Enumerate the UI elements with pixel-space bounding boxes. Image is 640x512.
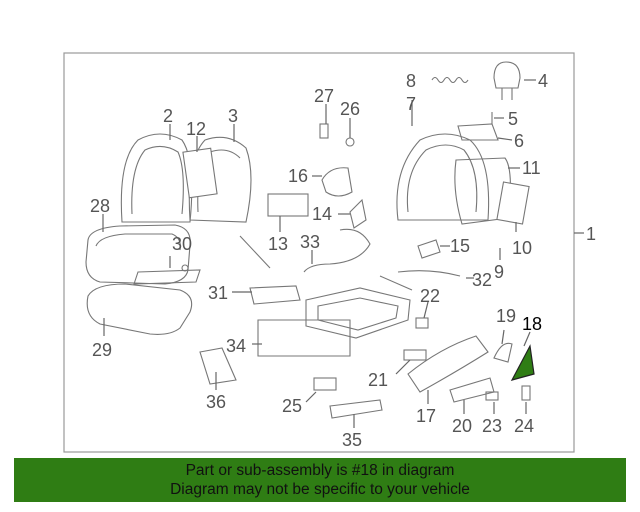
label-3: 3 [228,106,238,126]
label-11: 11 [522,158,541,178]
label-8: 8 [406,71,416,91]
info-banner: Part or sub-assembly is #18 in diagram D… [14,458,626,502]
label-35: 35 [342,430,362,450]
tray-31 [249,285,301,305]
harness-32 [397,270,461,277]
label-22: 22 [420,286,440,306]
module-25 [313,377,337,391]
label-32: 32 [472,270,492,290]
lumbar-module [496,181,530,225]
bar-35 [329,399,383,419]
label-33: 33 [300,232,320,252]
clip-30 [181,264,189,272]
headrest [493,61,521,100]
label-29: 29 [92,340,112,360]
wire-harness [303,228,371,273]
label-30: 30 [172,234,192,254]
small-fastener-27 [319,123,329,139]
seatback-assembly-inner [406,144,478,213]
parts-diagram: 1 2 3 4 5 6 7 8 9 10 11 12 13 14 15 16 1… [63,52,596,453]
label-19: 19 [496,306,516,326]
label-6: 6 [514,131,524,151]
label-10: 10 [512,238,532,258]
label-20: 20 [452,416,472,436]
label-26: 26 [340,99,360,119]
label-34: 34 [226,336,246,356]
clip-22 [415,317,429,329]
label-28: 28 [90,196,110,216]
label-25: 25 [282,396,302,416]
switch-21 [403,349,427,361]
clip-24 [521,385,531,401]
diagram-frame [63,52,575,453]
label-27: 27 [314,86,334,106]
leader-lines [102,79,536,428]
shield-36 [199,347,237,385]
spring [431,76,469,84]
cover-19 [493,342,513,363]
bracket-13 [267,193,309,217]
label-13: 13 [268,234,288,254]
label-2: 2 [163,106,173,126]
label-9: 9 [494,262,504,282]
seat-pad [86,283,193,335]
banner-line-2: Diagram may not be specific to your vehi… [170,481,470,498]
seatback-trim-inner [131,145,184,215]
rod-2 [379,275,413,291]
label-4: 4 [538,71,548,91]
cushion-wire [133,269,201,285]
recliner-part [349,198,367,229]
label-14: 14 [312,204,332,224]
label-1: 1 [586,224,596,244]
bracket-15 [417,239,441,259]
label-18: 18 [522,314,542,334]
label-21: 21 [368,370,388,390]
rod [239,235,271,269]
highlighted-part-18 [510,344,535,381]
side-panel-17 [407,335,489,393]
label-17: 17 [416,406,436,426]
label-31: 31 [208,283,228,303]
side-shield [321,167,353,197]
label-24: 24 [514,416,534,436]
label-12: 12 [186,119,206,139]
knob-23 [485,391,499,401]
label-23: 23 [482,416,502,436]
banner-line-1: Part or sub-assembly is #18 in diagram [185,462,455,479]
seat-track [305,287,411,339]
label-7: 7 [406,94,416,114]
headrest-guide [457,123,499,141]
label-16: 16 [288,166,308,186]
seatback-back-panel [454,157,511,225]
seatback-panel [182,147,218,199]
label-5: 5 [508,109,518,129]
seatback-assembly [396,133,490,221]
label-15: 15 [450,236,470,256]
label-36: 36 [206,392,226,412]
